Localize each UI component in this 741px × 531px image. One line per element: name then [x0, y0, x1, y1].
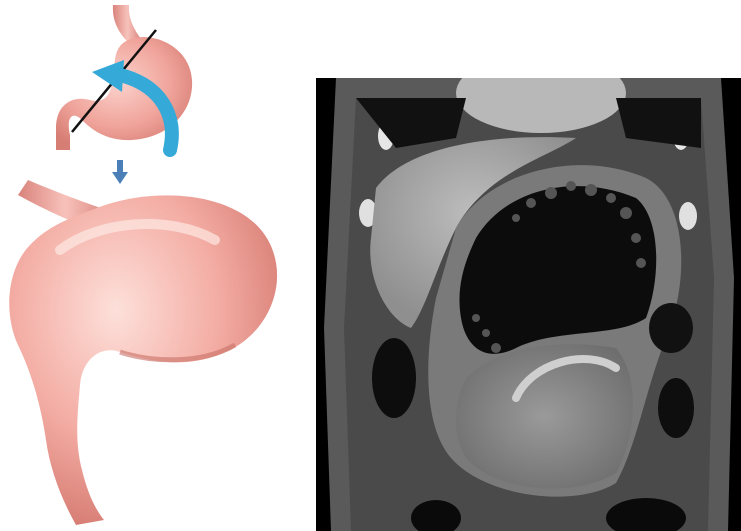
rib-right-mid	[679, 202, 697, 230]
ct-scan-image	[316, 78, 741, 531]
illustration-panel	[0, 0, 300, 531]
large-stomach	[9, 180, 277, 525]
bowel-loop-right-lower	[658, 378, 694, 438]
ct-scan-drawing	[316, 78, 741, 531]
stomach-illustration	[0, 0, 300, 531]
bowel-loop-left	[372, 338, 416, 418]
bowel-loop-right-upper	[649, 303, 693, 353]
down-arrow-icon	[112, 160, 128, 184]
